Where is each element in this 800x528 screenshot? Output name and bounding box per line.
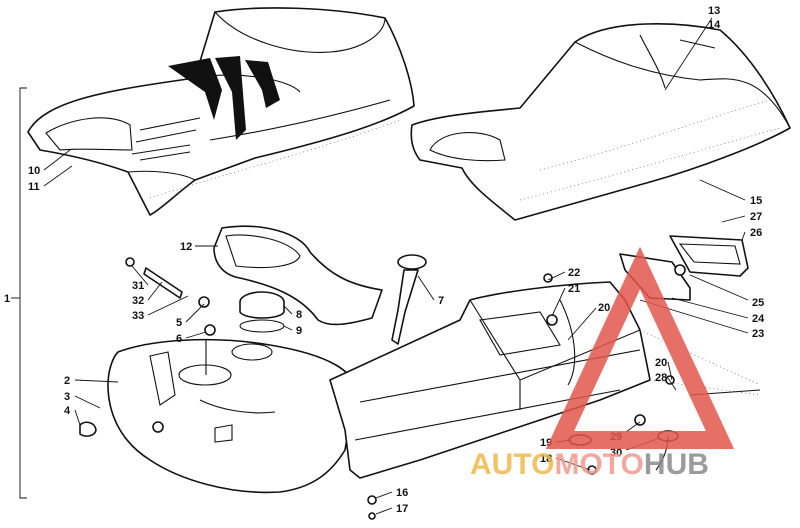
fuel-tank <box>107 338 356 494</box>
callout-28: 28 <box>655 372 667 384</box>
callout-14: 14 <box>708 19 721 31</box>
callout-23: 23 <box>752 328 764 340</box>
seat-cover <box>410 23 791 221</box>
callout-20-console: 20 <box>598 302 610 314</box>
callout-8: 8 <box>296 309 302 321</box>
fuel-sender <box>391 254 427 345</box>
small-hardware <box>79 257 761 520</box>
watermark: AUTOMOTOHUB <box>470 246 735 481</box>
callout-10: 10 <box>28 165 40 177</box>
callout-22: 22 <box>568 267 580 279</box>
watermark-triangle <box>545 246 735 449</box>
watermark-moto: MOTO <box>554 448 643 481</box>
callout-21: 21 <box>568 283 580 295</box>
callout-4: 4 <box>64 405 71 417</box>
callout-16: 16 <box>396 487 408 499</box>
callout-24: 24 <box>752 313 765 325</box>
seat-with-decals <box>27 7 415 216</box>
callout-1: 1 <box>4 293 10 305</box>
callout-7: 7 <box>438 295 444 307</box>
callout-18: 18 <box>540 453 552 465</box>
callout-2: 2 <box>64 375 70 387</box>
svg-text:AUTOMOTOHUB: AUTOMOTOHUB <box>470 448 709 481</box>
callout-17: 17 <box>396 503 408 515</box>
callout-15: 15 <box>750 195 762 207</box>
callout-20-lower: 20 <box>655 357 667 369</box>
callout-9: 9 <box>296 325 302 337</box>
callout-32: 32 <box>132 295 144 307</box>
callout-26: 26 <box>750 227 762 239</box>
watermark-hub: HUB <box>644 448 709 481</box>
callout-11: 11 <box>28 181 40 193</box>
fuel-cap <box>239 291 285 333</box>
callout-33: 33 <box>132 310 144 322</box>
assembly-bracket <box>11 87 27 499</box>
callout-25: 25 <box>752 297 764 309</box>
callout-13: 13 <box>708 5 720 17</box>
callout-12: 12 <box>180 241 192 253</box>
callout-6: 6 <box>176 333 182 345</box>
callout-31: 31 <box>132 280 144 292</box>
watermark-auto: AUTO <box>470 448 554 481</box>
seat-liner <box>213 225 383 326</box>
callout-3: 3 <box>64 391 70 403</box>
callout-30: 30 <box>610 447 622 459</box>
callout-5: 5 <box>176 317 182 329</box>
callout-27: 27 <box>750 211 762 223</box>
